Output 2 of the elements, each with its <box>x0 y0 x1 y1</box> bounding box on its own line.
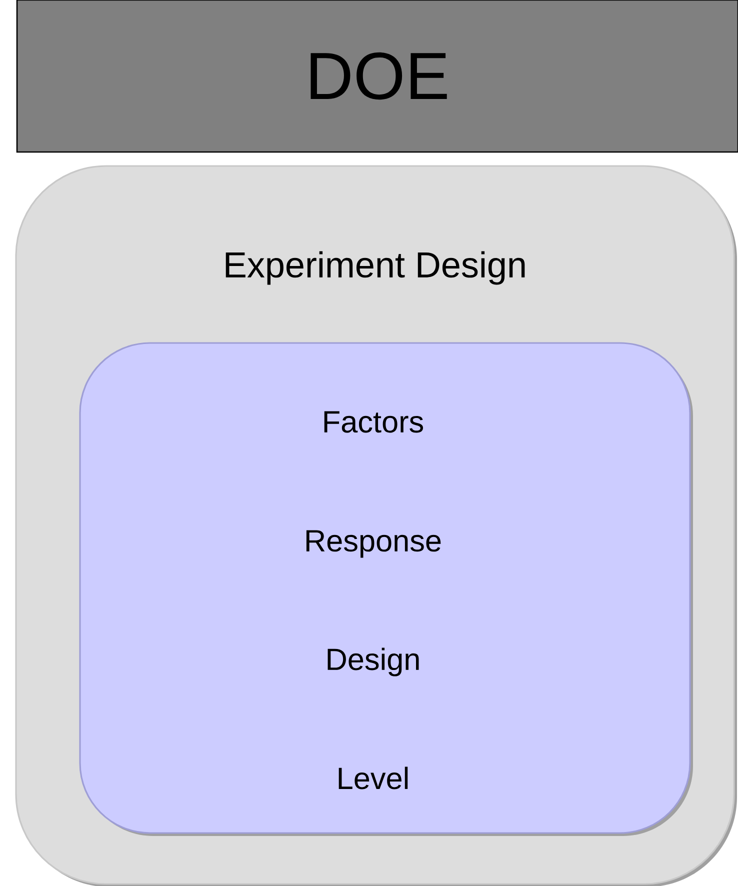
panel-heading: Experiment Design <box>226 251 525 285</box>
title-text: DOE <box>310 52 447 100</box>
